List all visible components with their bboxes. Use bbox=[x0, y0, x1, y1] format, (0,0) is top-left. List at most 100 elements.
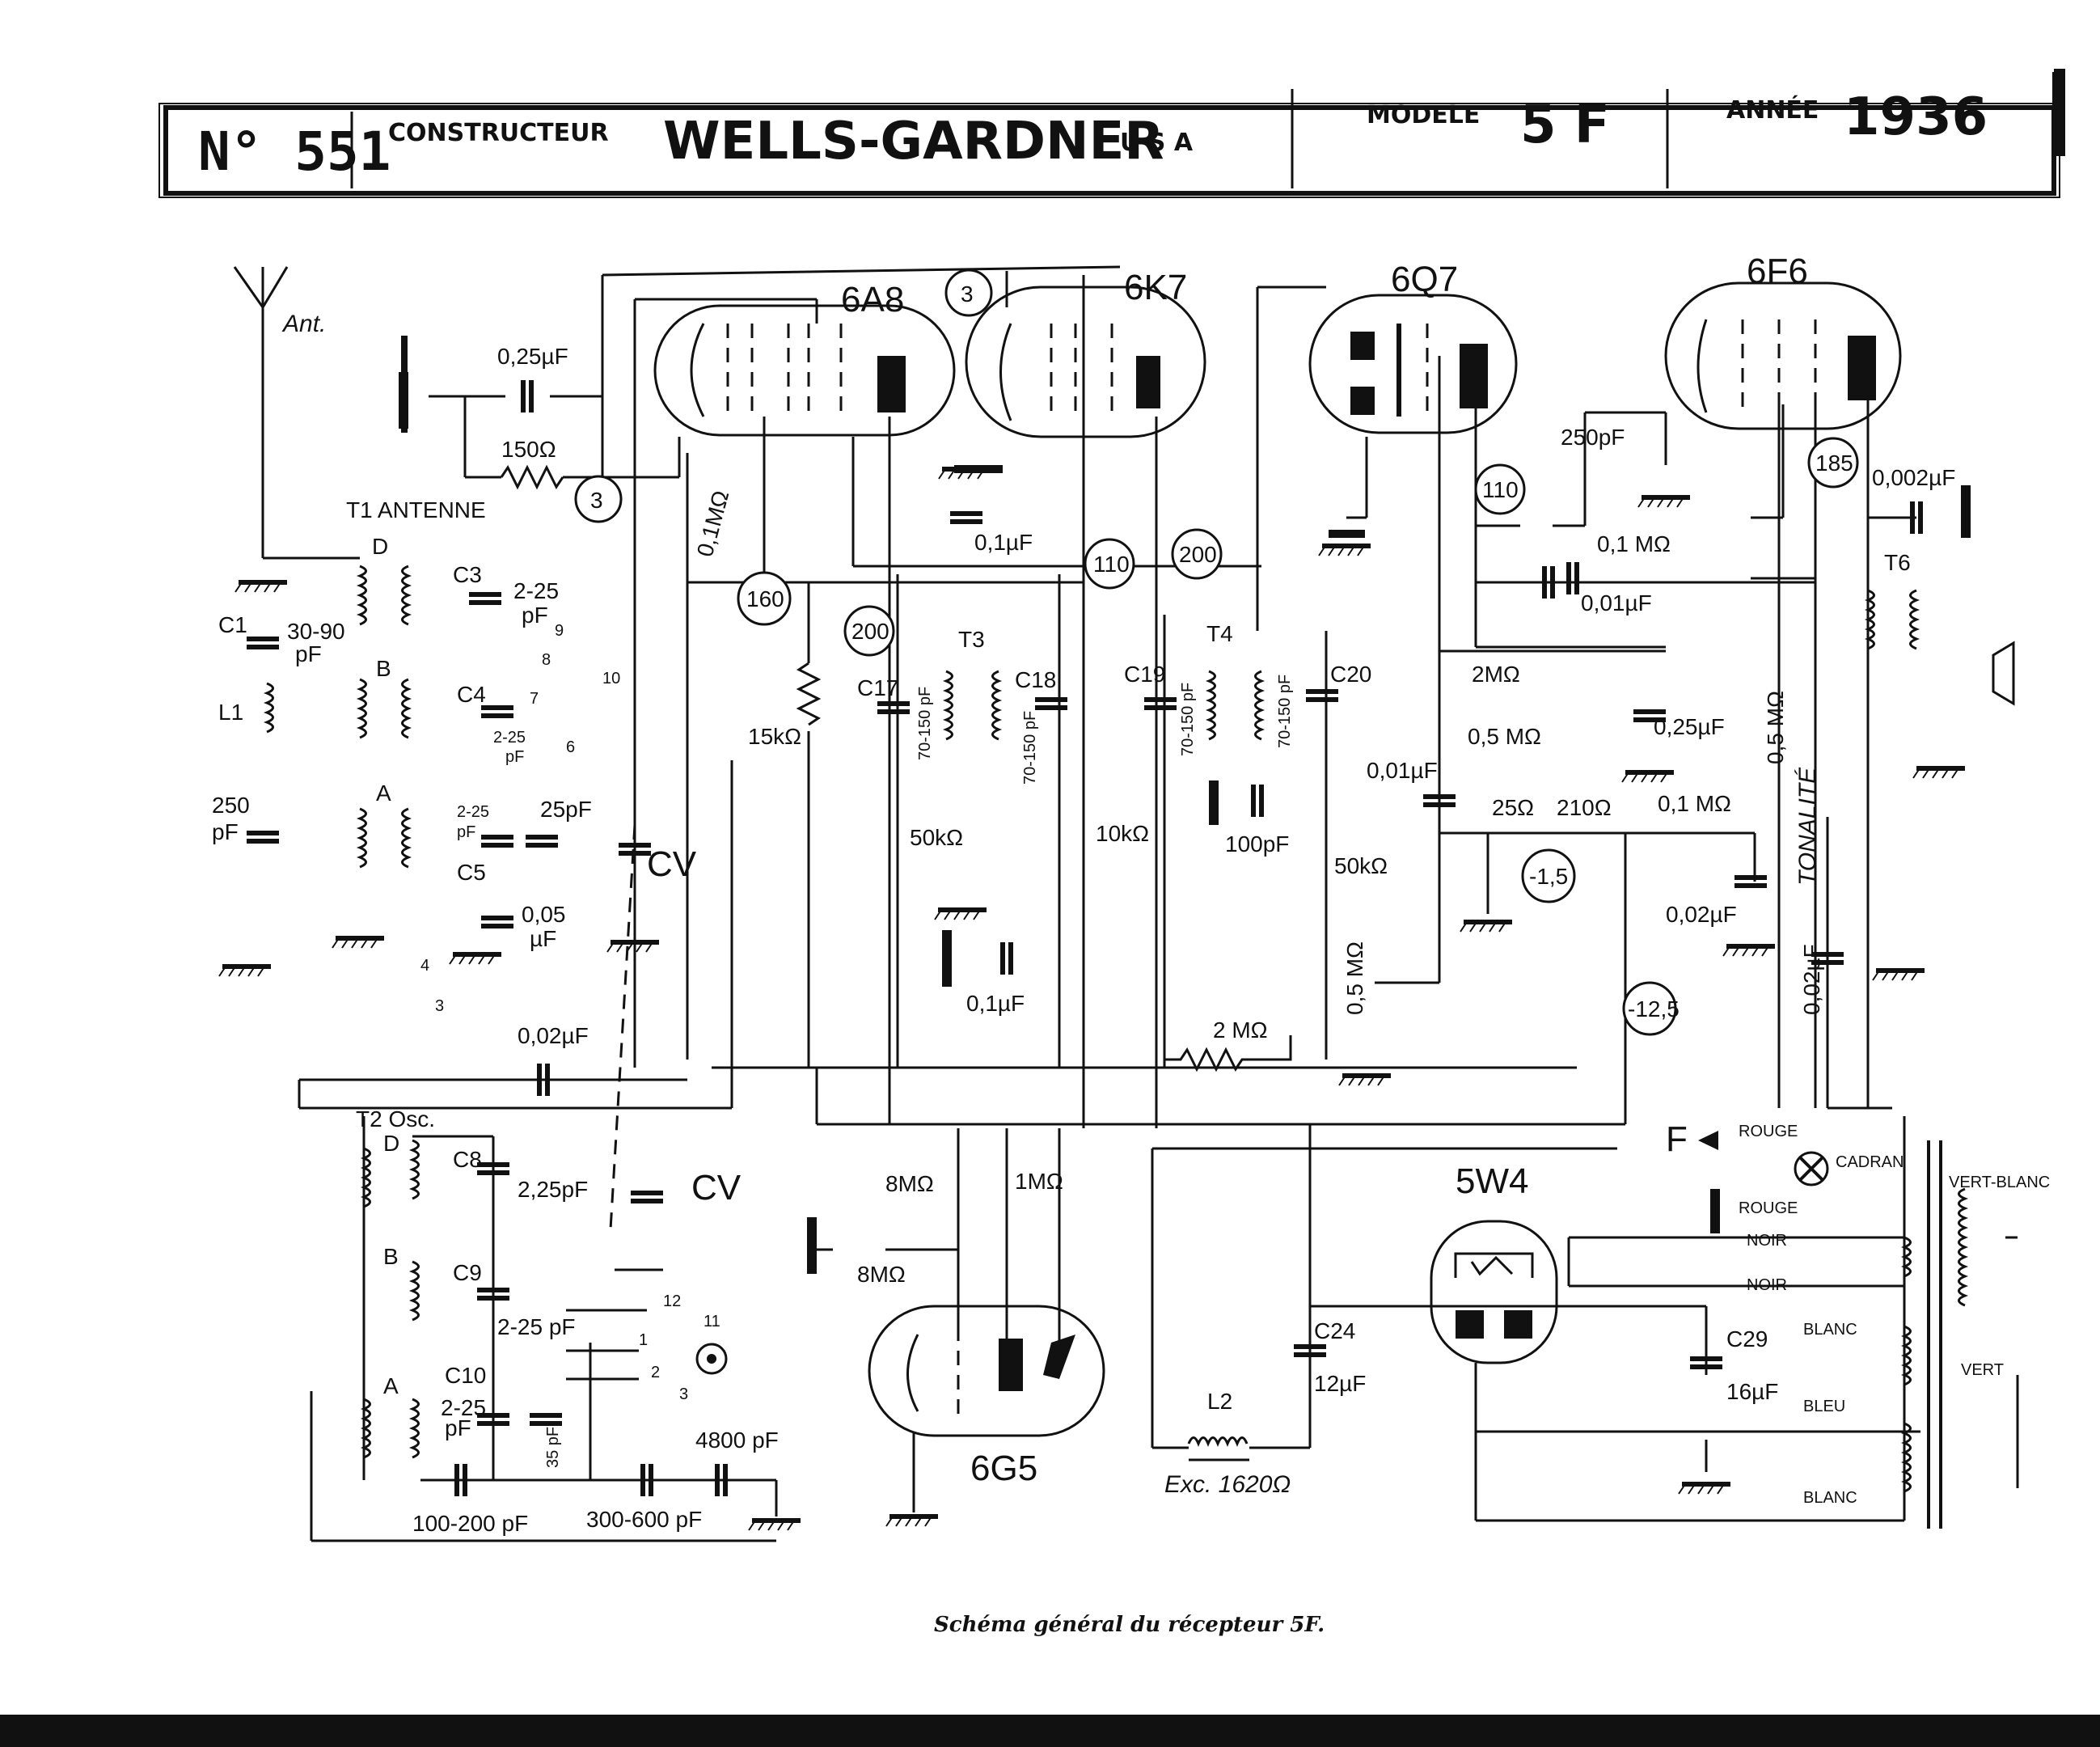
value-r-2m-a: 2 MΩ bbox=[1213, 1017, 1268, 1043]
value-c-12uf: 12µF bbox=[1314, 1371, 1366, 1396]
value-c-2-25-a: 2-25 bbox=[513, 578, 559, 603]
label-l2: L2 bbox=[1207, 1389, 1232, 1414]
value-c-2-25-a-pf: pF bbox=[522, 603, 548, 628]
value-r-01m-6a8: 0,1MΩ bbox=[692, 488, 733, 559]
value-c-250-ant: 250 bbox=[212, 793, 250, 818]
value-c-100-200: 100-200 pF bbox=[412, 1511, 528, 1536]
label-c20: C20 bbox=[1330, 662, 1371, 687]
tube-6a8: 6A8 bbox=[653, 280, 956, 437]
value-c-300-600: 300-600 pF bbox=[586, 1507, 702, 1532]
label-sw11: 11 bbox=[704, 1313, 720, 1330]
value-c-001-coupl: 0,01µF bbox=[1367, 758, 1438, 783]
components bbox=[219, 336, 1971, 1530]
value-c-2-25-c: 2-25 bbox=[457, 803, 489, 821]
wire-bleu: BLEU bbox=[1803, 1398, 1845, 1415]
label-f: F bbox=[1666, 1119, 1688, 1159]
label-c29: C29 bbox=[1726, 1326, 1768, 1351]
voltage-185: 185 bbox=[1815, 450, 1853, 476]
value-c-2-25-c-pf: pF bbox=[457, 823, 475, 841]
tube-5w4: 5W4 bbox=[1430, 1161, 1558, 1364]
value-c-70-150-d: 70-150 pF bbox=[1276, 675, 1294, 748]
value-r-10k: 10kΩ bbox=[1096, 821, 1149, 846]
value-c-002-osc: 0,02µF bbox=[518, 1023, 589, 1048]
header-annee-label: ANNÉE bbox=[1726, 95, 1819, 125]
label-c17: C17 bbox=[857, 675, 898, 700]
label-c9: C9 bbox=[453, 1260, 482, 1285]
value-c-2-25-c9: 2-25 pF bbox=[497, 1314, 576, 1339]
value-r-210: 210Ω bbox=[1557, 795, 1612, 820]
value-r-2m-b: 2MΩ bbox=[1472, 662, 1520, 687]
coils bbox=[263, 565, 2015, 1493]
tube-6k7: 6K7 bbox=[965, 268, 1206, 438]
label-sw8: 8 bbox=[542, 651, 551, 669]
wire-rouge-2: ROUGE bbox=[1739, 1199, 1798, 1217]
value-c-025-b: 0,25µF bbox=[1654, 714, 1725, 739]
label-sw6: 6 bbox=[566, 738, 575, 756]
label-sw9: 9 bbox=[555, 622, 564, 640]
voltage-markers: 3 3 160 200 110 200 110 185 -1,5 -12,5 bbox=[574, 269, 1859, 1036]
wire-vert: VERT bbox=[1961, 1361, 2004, 1379]
wire-color-labels: ROUGE ROUGE NOIR NOIR BLANC BLEU BLANC V… bbox=[1739, 1123, 2050, 1507]
value-c-25pf: 25pF bbox=[540, 797, 592, 822]
label-pt-d2: D bbox=[383, 1131, 399, 1156]
value-c-100pf: 100pF bbox=[1225, 831, 1289, 857]
header-annee: 1936 bbox=[1844, 87, 1988, 147]
tube-6g5: 6G5 bbox=[868, 1305, 1105, 1488]
value-r-150: 150Ω bbox=[501, 437, 556, 462]
header-modele: 5 F bbox=[1520, 95, 1610, 155]
caption: Schéma général du récepteur 5F. bbox=[934, 1613, 1325, 1637]
value-c-2-25-b: 2-25 bbox=[493, 729, 526, 747]
label-antenna: Ant. bbox=[281, 311, 326, 337]
value-c-70-150-a: 70-150 pF bbox=[916, 687, 934, 760]
value-r-05m-vol: 0,5 MΩ bbox=[1342, 941, 1367, 1015]
tube-6g5-label: 6G5 bbox=[970, 1449, 1037, 1488]
label-t6: T6 bbox=[1884, 550, 1911, 575]
tube-5w4-label: 5W4 bbox=[1456, 1161, 1528, 1201]
value-c-35pf: 35 pF bbox=[544, 1427, 562, 1468]
label-sw7: 7 bbox=[530, 690, 539, 708]
value-c-70-150-c: 70-150 pF bbox=[1179, 683, 1197, 756]
header-country: U S A bbox=[1120, 129, 1194, 157]
header-number: N° 551 bbox=[198, 121, 391, 183]
label-sw2: 2 bbox=[651, 1364, 660, 1381]
tube-6f6: 6F6 bbox=[1664, 252, 1902, 430]
value-r-15k: 15kΩ bbox=[748, 724, 801, 749]
voltage-110-a: 110 bbox=[1093, 552, 1130, 577]
voltage-160: 160 bbox=[746, 586, 784, 611]
value-c-002-ton: 0,02µF bbox=[1799, 944, 1824, 1015]
label-tonalite: TONALITÉ bbox=[1794, 767, 1821, 886]
label-cv2: CV bbox=[691, 1168, 742, 1208]
voltage-3-left: 3 bbox=[590, 488, 603, 513]
value-r-05m-b: 0,5 MΩ bbox=[1468, 724, 1541, 749]
label-c10: C10 bbox=[445, 1363, 486, 1388]
label-c5: C5 bbox=[457, 860, 486, 885]
value-c-225-c8: 2,25pF bbox=[518, 1177, 588, 1202]
voltage-200-a: 200 bbox=[851, 619, 889, 644]
label-sw1: 1 bbox=[639, 1331, 648, 1349]
label-sw10: 10 bbox=[602, 670, 620, 687]
value-r-8m-b: 8MΩ bbox=[857, 1262, 906, 1287]
value-c-0002: 0,002µF bbox=[1872, 465, 1955, 490]
label-cadran: CADRAN bbox=[1836, 1153, 1904, 1171]
label-cv1: CV bbox=[647, 844, 697, 884]
value-r-8m-a: 8MΩ bbox=[885, 1171, 934, 1196]
tube-6a8-label: 6A8 bbox=[841, 280, 904, 319]
label-pt-b1: B bbox=[376, 656, 391, 681]
label-t4: T4 bbox=[1206, 621, 1233, 646]
label-c4: C4 bbox=[457, 682, 486, 707]
value-c-70-150-b: 70-150 pF bbox=[1021, 711, 1039, 785]
value-c-001-b: 0,01µF bbox=[1581, 590, 1652, 615]
voltage-minus-12-5: -12,5 bbox=[1628, 996, 1680, 1022]
label-pt-a1: A bbox=[376, 780, 391, 806]
labels: Ant. T1 ANTENNE T2 Osc. T3 T4 T6 C1 C3 C… bbox=[218, 311, 1911, 1498]
label-c8: C8 bbox=[453, 1147, 482, 1172]
value-r-50k-b: 50kΩ bbox=[1334, 853, 1388, 878]
label-sw3: 3 bbox=[679, 1385, 688, 1403]
voltage-200-b: 200 bbox=[1179, 542, 1217, 567]
wiring bbox=[233, 265, 2019, 1542]
label-sw4: 4 bbox=[420, 957, 429, 975]
value-c-2-25-b-pf: pF bbox=[505, 748, 524, 766]
tube-6q7-label: 6Q7 bbox=[1391, 260, 1458, 299]
value-r-01m-6f6: 0,1 MΩ bbox=[1597, 531, 1671, 556]
